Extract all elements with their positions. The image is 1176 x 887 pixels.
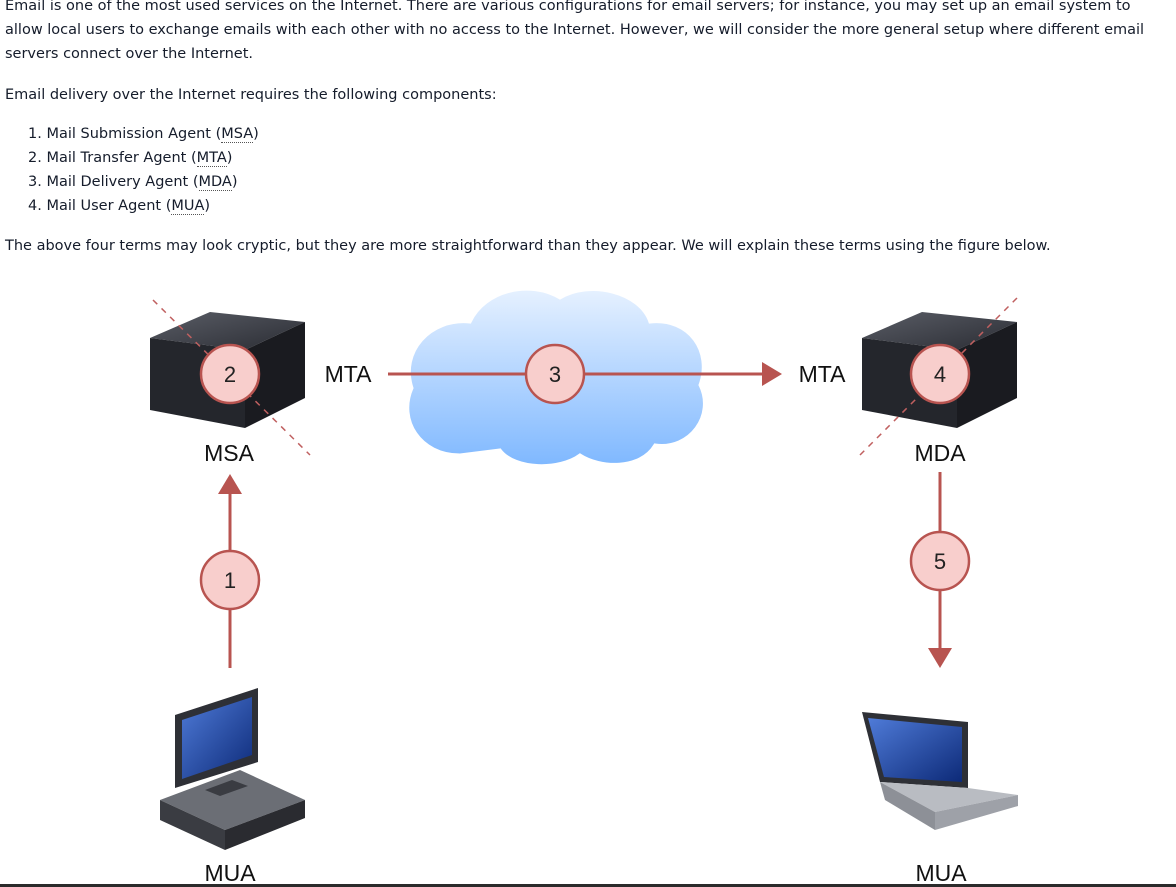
step-3-badge: 3	[524, 343, 586, 405]
mua-right-label: MUA	[915, 860, 967, 886]
list-text: Mail Transfer Agent (	[46, 150, 197, 166]
laptop-icon	[862, 712, 1018, 830]
msa-label: MSA	[204, 440, 255, 466]
abbreviation[interactable]: MTA	[196, 150, 227, 167]
desktop-computer-icon	[160, 688, 305, 850]
components-intro: Email delivery over the Internet require…	[5, 87, 497, 103]
list-text: )	[253, 126, 259, 142]
step-5-number: 5	[934, 549, 946, 574]
list-item: 1. Mail Submission Agent (MSA)	[28, 122, 259, 146]
explanation-paragraph: The above four terms may look cryptic, b…	[5, 238, 1051, 254]
mua-left-label: MUA	[204, 860, 256, 886]
mta-left-label: MTA	[325, 361, 373, 387]
abbreviation[interactable]: MUA	[171, 198, 205, 215]
email-flow-diagram: 1 2 3 4 5 MSA MTA MTA MDA MUA MUA	[150, 287, 1019, 886]
list-number: 4.	[28, 198, 42, 214]
list-number: 1.	[28, 126, 42, 142]
list-text: )	[226, 150, 233, 166]
list-number: 3.	[28, 174, 42, 190]
list-item: 2. Mail Transfer Agent (MTA)	[28, 146, 259, 170]
list-number: 2.	[28, 150, 42, 166]
step-1-number: 1	[224, 568, 236, 593]
bottom-divider	[0, 884, 1176, 887]
list-text: Mail User Agent (	[46, 198, 172, 214]
step-2-number: 2	[224, 362, 236, 387]
list-text: )	[204, 198, 211, 214]
step-4-number: 4	[934, 362, 946, 387]
step-2-badge: 2	[199, 343, 261, 405]
step-3-number: 3	[549, 362, 561, 387]
abbreviation[interactable]: MSA	[221, 126, 254, 143]
abbreviation[interactable]: MDA	[198, 174, 232, 191]
list-text: Mail Submission Agent (	[46, 126, 222, 142]
list-item: 4. Mail User Agent (MUA)	[28, 194, 259, 218]
step-4-badge: 4	[909, 343, 971, 405]
list-text: Mail Delivery Agent (	[46, 174, 199, 190]
mta-right-label: MTA	[799, 361, 847, 387]
step-5-badge: 5	[909, 530, 971, 592]
step-1-badge: 1	[199, 549, 261, 611]
list-item: 3. Mail Delivery Agent (MDA)	[28, 170, 259, 194]
intro-paragraph: Email is one of the most used services o…	[5, 0, 1145, 62]
mda-label: MDA	[914, 440, 966, 466]
components-list: 1. Mail Submission Agent (MSA) 2. Mail T…	[28, 122, 259, 218]
list-text: )	[231, 174, 238, 190]
